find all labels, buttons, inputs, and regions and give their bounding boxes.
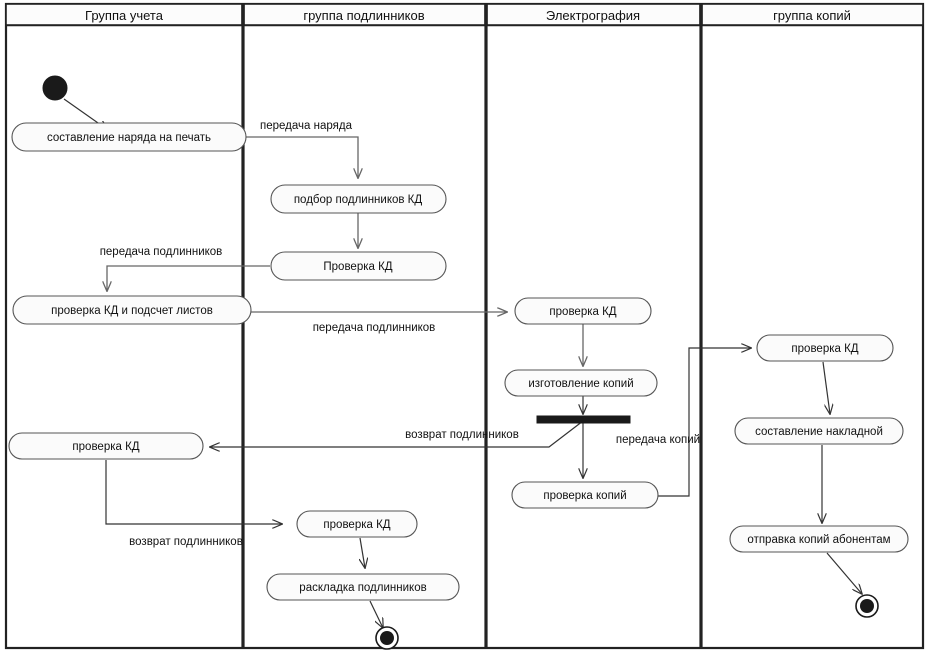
node-label-proverka-kopiy: проверка копий xyxy=(543,490,626,502)
node-proverka-kd-podlinniki-bottom[interactable]: проверка КД xyxy=(296,510,418,538)
node-label-otpravka-kopiy-abonentam: отправка копий абонентам xyxy=(747,534,890,546)
node-label-proverka-kd-podlinniki-bottom: проверка КД xyxy=(323,519,390,531)
swimlane-frame xyxy=(4,2,925,650)
node-initial-start[interactable] xyxy=(42,75,68,101)
node-proverka-kd-elektrografiya[interactable]: проверка КД xyxy=(514,297,652,325)
flow-labels: передача наряда передача подлинников пер… xyxy=(100,120,700,548)
node-label-proverka-kd-kopii: проверка КД xyxy=(791,343,858,355)
node-podbor-podlinnikov[interactable]: подбор подлинников КД xyxy=(270,184,447,214)
flow-peredacha-podlinnikov-1 xyxy=(107,265,270,291)
node-label-sostavlenie-naryada: составление наряда на печать xyxy=(47,132,211,144)
node-label-podbor-podlinnikov: подбор подлинников КД xyxy=(294,194,423,206)
flow-raskladka-to-final xyxy=(369,600,383,628)
flow-vozvrat-podlinnikov-1 xyxy=(210,420,584,447)
node-final-podlinniki[interactable] xyxy=(375,626,399,650)
node-label-proverka-kd-elektrografiya: проверка КД xyxy=(549,306,616,318)
node-sostavlenie-nakladnoy[interactable]: составление накладной xyxy=(734,417,904,445)
flow-label-peredacha-kopiy: передача копий xyxy=(616,434,700,446)
node-final-kopii[interactable] xyxy=(855,594,879,618)
node-otpravka-kopiy-abonentam[interactable]: отправка копий абонентам xyxy=(729,525,909,553)
node-proverka-kd-podlinniki[interactable]: Проверка КД xyxy=(270,251,447,281)
node-label-raskladka-podlinnikov: раскладка подлинников xyxy=(299,582,426,594)
lane-header-uchet: Группа учета xyxy=(85,8,164,23)
flow-peredacha-naryada xyxy=(246,136,358,178)
node-izgotovlenie-kopiy[interactable]: изготовление копий xyxy=(504,369,658,397)
control-flows xyxy=(63,98,862,628)
node-proverka-kopiy[interactable]: проверка копий xyxy=(511,481,659,509)
node-fork-bar xyxy=(536,415,631,424)
lane-headers: Группа учета группа подлинников Электрог… xyxy=(85,8,851,23)
node-raskladka-podlinnikov[interactable]: раскладка подлинников xyxy=(266,573,460,601)
node-proverka-kd-uchet[interactable]: проверка КД xyxy=(8,432,204,460)
node-label-izgotovlenie-kopiy: изготовление копий xyxy=(528,378,633,390)
node-label-proverka-kd-podlinniki: Проверка КД xyxy=(323,261,392,273)
flow-label-peredacha-naryada: передача наряда xyxy=(260,120,353,132)
lane-header-elektrografiya: Электрография xyxy=(546,8,640,23)
node-label-proverka-kd-uchet: проверка КД xyxy=(72,441,139,453)
lane-header-kopii: группа копий xyxy=(773,8,851,23)
flow-label-peredacha-podlinnikov-1: передача подлинников xyxy=(100,246,223,258)
flow-peredacha-kopiy xyxy=(658,348,751,497)
flow-proverka-to-nakladnaya xyxy=(822,361,830,414)
node-label-sostavlenie-nakladnoy: составление накладной xyxy=(755,426,883,438)
node-proverka-kd-podschet-listov[interactable]: проверка КД и подсчет листов xyxy=(12,295,252,325)
node-proverka-kd-kopii[interactable]: проверка КД xyxy=(756,334,894,362)
flow-proverka-to-raskladka xyxy=(360,537,365,568)
node-label-proverka-kd-podschet-listov: проверка КД и подсчет листов xyxy=(51,305,213,317)
node-sostavlenie-naryada[interactable]: составление наряда на печать xyxy=(11,122,247,152)
lane-header-podlinniki: группа подлинников xyxy=(303,8,424,23)
flow-otpravka-to-final xyxy=(826,552,862,594)
flow-label-peredacha-podlinnikov-2: передача подлинников xyxy=(313,322,436,334)
flow-label-vozvrat-podlinnikov-2: возврат подлинников xyxy=(129,536,243,548)
flow-vozvrat-podlinnikov-2 xyxy=(105,460,282,524)
flow-label-vozvrat-podlinnikov-1: возврат подлинников xyxy=(405,429,519,441)
